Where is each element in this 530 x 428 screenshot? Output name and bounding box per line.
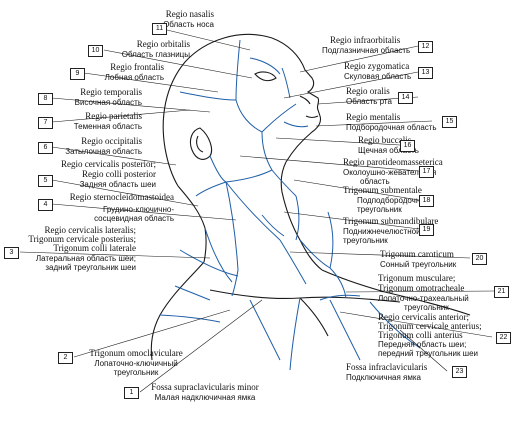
label-trigonum-omoclaviculare-rus-2: треугольник (113, 368, 159, 377)
number-box-7: 7 (38, 117, 53, 129)
label-regio-cervicalis-lateralis-rus-2: задний треугольник шеи (45, 263, 136, 272)
label-regio-cervicalis-anterior-rus-1: Передняя область шеи; (378, 340, 467, 349)
number-box-16: 16 (400, 140, 415, 152)
number-box-5: 5 (38, 175, 53, 187)
label-regio-cervicalis-anterior-lat: Regio cervicalis anterior; (378, 312, 469, 322)
number-box-15: 15 (442, 116, 457, 128)
label-regio-temporalis-rus: Височная область (74, 98, 142, 107)
label-regio-colli-posterior-lat: Regio colli posterior (82, 169, 156, 179)
label-fossa-infraclavicularis-rus: Подключичная ямка (346, 373, 421, 382)
label-regio-infraorbitalis-lat: Regio infraorbitalis (330, 35, 401, 45)
label-regio-nasalis-lat: Regio nasalis (165, 9, 214, 19)
label-regio-cervicalis-lateralis-lat: Regio cervicalis lateralis; (44, 225, 136, 235)
label-trigonum-submandibulare-rus-2: треугольник (343, 236, 388, 245)
label-regio-parietalis-rus: Теменная область (73, 122, 142, 131)
label-regio-mentalis-lat: Regio mentalis (346, 112, 401, 122)
label-regio-zygomatica-rus: Скуловая область (344, 72, 412, 81)
label-regio-oralis-lat: Regio oralis (346, 86, 390, 96)
label-trigonum-omoclaviculare-rus-1: Лопаточно-ключичный (94, 359, 178, 368)
leader-lines (19, 29, 495, 393)
label-regio-infraorbitalis-rus: Подглазничная область (322, 46, 411, 55)
label-trigonum-submandibulare-rus-1: Поднижнечелюстной (343, 227, 421, 236)
number-box-4: 4 (38, 199, 53, 211)
number-box-18: 18 (419, 195, 434, 207)
label-regio-cervicalis-anterior-rus-2: передний треугольник шеи (378, 349, 479, 358)
number-box-1: 1 (124, 387, 139, 399)
number-box-11: 11 (152, 23, 167, 35)
label-regio-mentalis-rus: Подбородочная область (346, 123, 437, 132)
number-box-3: 3 (4, 247, 19, 259)
number-box-21: 21 (494, 286, 509, 298)
label-regio-occipitalis-lat: Regio occipitalis (81, 136, 142, 146)
label-trigonum-colli-laterale-lat: Trigonum colli laterale (53, 243, 136, 253)
label-regio-sternocleidomastoidea-lat: Regio sternocleidomastoidea (69, 192, 174, 202)
label-trigonum-colli-anterius-lat: Trigonum colli anterius (378, 330, 463, 340)
label-fossa-supraclavicularis-minor-rus: Малая надключичная ямка (154, 393, 256, 402)
label-regio-nasalis-rus: Область носа (163, 20, 214, 29)
label-fossa-infraclavicularis-lat: Fossa infraclavicularis (346, 362, 428, 372)
label-regio-frontalis-rus: Лобная область (104, 73, 164, 82)
number-box-23: 23 (452, 366, 467, 378)
label-trigonum-musculare-lat: Trigonum musculare; (378, 273, 456, 283)
number-box-14: 14 (398, 92, 413, 104)
label-trigonum-caroticum-rus: Сонный треугольник (380, 260, 457, 269)
label-trigonum-omotracheale-lat: Trigonum omotracheale (378, 283, 465, 293)
label-regio-occipitalis-rus: Затылочная область (65, 147, 142, 156)
label-regio-sternocleidomastoidea-rus-1: Грудино-ключично- (102, 205, 174, 214)
label-trigonum-musculare-rus-1: Лопаточно-трахеальный (378, 294, 469, 303)
number-box-20: 20 (472, 253, 487, 265)
label-regio-parotideomasseterica-rus-2: область (360, 177, 390, 186)
label-regio-orbitalis-lat: Regio orbitalis (136, 39, 190, 49)
label-regio-buccalis-lat: Regio buccalis (358, 135, 412, 145)
label-regio-parietalis-lat: Regio parietalis (85, 111, 142, 121)
label-regio-cervicalis-lateralis-rus-1: Латеральная область шеи; (35, 254, 136, 263)
label-trigonum-submentale-rus-1: Подподбородочный (357, 196, 431, 205)
number-box-8: 8 (38, 93, 53, 105)
label-regio-buccalis-rus: Щечная область (358, 146, 419, 155)
label-trigonum-submandibulare-lat: Trigonum submandibulare (343, 216, 439, 226)
label-regio-zygomatica-lat: Regio zygomatica (344, 61, 410, 71)
label-fossa-supraclavicularis-minor-lat: Fossa supraclavicularis minor (151, 382, 259, 392)
label-trigonum-submentale-rus-2: треугольник (357, 205, 402, 214)
region-boundaries (159, 39, 421, 371)
label-regio-cervicalis-posterior-rus: Задняя область шеи (79, 180, 156, 189)
number-box-13: 13 (418, 67, 433, 79)
label-regio-sternocleidomastoidea-rus-2: сосцевидная область (94, 214, 174, 223)
label-trigonum-omoclaviculare-lat: Trigonum omoclaviculare (89, 348, 183, 358)
number-box-9: 9 (70, 68, 85, 80)
number-box-12: 12 (418, 41, 433, 53)
number-box-6: 6 (38, 142, 53, 154)
label-trigonum-cervicale-anterius-lat: Trigonum cervicale anterius; (378, 321, 482, 331)
label-trigonum-musculare-rus-2: треугольник (404, 303, 449, 312)
label-regio-orbitalis-rus: Область глазницы (121, 50, 190, 59)
label-regio-frontalis-lat: Regio frontalis (110, 62, 164, 72)
number-box-19: 19 (419, 224, 434, 236)
number-box-10: 10 (88, 45, 103, 57)
label-trigonum-submentale-lat: Trigonum submentale (343, 185, 422, 195)
label-regio-cervicalis-posterior-lat: Regio cervicalis posterior; (61, 159, 156, 169)
label-regio-temporalis-lat: Regio temporalis (80, 87, 142, 97)
label-regio-parotideomasseterica-lat: Regio parotideomasseterica (343, 157, 443, 167)
label-regio-oralis-rus: Область рта (346, 97, 392, 106)
label-trigonum-caroticum-lat: Trigonum caroticum (380, 249, 454, 259)
label-regio-parotideomasseterica-rus-1: Околоушно-жевательная (343, 168, 437, 177)
number-box-2: 2 (58, 352, 73, 364)
label-trigonum-cervicale-posterius-lat: Trigonum cervicale posterius; (28, 234, 136, 244)
number-box-17: 17 (419, 166, 434, 178)
number-box-22: 22 (496, 332, 511, 344)
